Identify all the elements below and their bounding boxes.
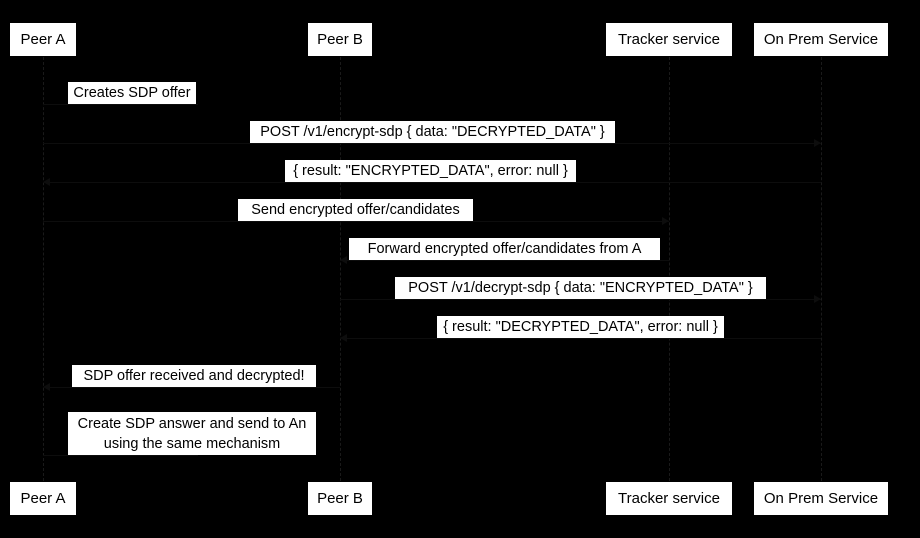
- message-label-send-encrypted-offer: Send encrypted offer/candidates: [238, 199, 473, 221]
- participant-header-tracker-service[interactable]: Tracker service: [605, 22, 733, 57]
- participant-footer-tracker-service-label: Tracker service: [618, 490, 720, 507]
- message-label-result-encrypted-data: { result: "ENCRYPTED_DATA", error: null …: [285, 160, 576, 182]
- message-arrowhead-2: [814, 139, 821, 147]
- participant-footer-peer-a-label: Peer A: [20, 490, 66, 507]
- participant-header-on-prem-service[interactable]: On Prem Service: [753, 22, 889, 57]
- message-label-result-decrypted-data: { result: "DECRYPTED_DATA", error: null …: [437, 316, 724, 338]
- participant-footer-on-prem-service[interactable]: On Prem Service: [753, 481, 889, 516]
- participant-header-tracker-service-label: Tracker service: [618, 31, 720, 48]
- participant-footer-peer-b[interactable]: Peer B: [307, 481, 373, 516]
- message-label-post-decrypt-sdp: POST /v1/decrypt-sdp { data: "ENCRYPTED_…: [395, 277, 766, 299]
- message-label-post-encrypt-sdp: POST /v1/encrypt-sdp { data: "DECRYPTED_…: [250, 121, 615, 143]
- lifeline-tracker: [669, 57, 670, 481]
- message-label-create-sdp-answer: Create SDP answer and send to An using t…: [68, 412, 316, 455]
- participant-footer-tracker-service[interactable]: Tracker service: [605, 481, 733, 516]
- message-label-create-sdp-answer-line2: using the same mechanism: [103, 436, 281, 452]
- message-label-sdp-offer-received: SDP offer received and decrypted!: [72, 365, 316, 387]
- message-line-9: [43, 455, 198, 456]
- lifeline-peer-b: [340, 57, 341, 481]
- participant-header-peer-b[interactable]: Peer B: [307, 22, 373, 57]
- message-line-4: [43, 221, 669, 222]
- participant-footer-peer-b-label: Peer B: [317, 490, 363, 507]
- message-label-creates-sdp-offer: Creates SDP offer: [68, 82, 196, 104]
- message-label-forward-encrypted-offer: Forward encrypted offer/candidates from …: [349, 238, 660, 260]
- message-line-3: [43, 182, 821, 183]
- message-line-6: [340, 299, 821, 300]
- participant-header-peer-b-label: Peer B: [317, 31, 363, 48]
- lifeline-peer-a: [43, 57, 44, 481]
- message-line-7: [340, 338, 821, 339]
- message-arrowhead-5: [340, 256, 347, 264]
- participant-footer-peer-a[interactable]: Peer A: [9, 481, 77, 516]
- participant-header-peer-a[interactable]: Peer A: [9, 22, 77, 57]
- message-label-create-sdp-answer-line1: Create SDP answer and send to An: [77, 416, 307, 432]
- message-arrowhead-6: [814, 295, 821, 303]
- lifeline-on-prem: [821, 57, 822, 481]
- participant-header-on-prem-service-label: On Prem Service: [763, 31, 879, 48]
- participant-header-peer-a-label: Peer A: [20, 31, 66, 48]
- message-arrowhead-8: [43, 383, 50, 391]
- participant-footer-on-prem-service-label: On Prem Service: [763, 490, 879, 507]
- message-arrowhead-7: [340, 334, 347, 342]
- message-arrowhead-4: [662, 217, 669, 225]
- message-arrowhead-3: [43, 178, 50, 186]
- message-line-1: [43, 104, 198, 105]
- message-line-5: [340, 260, 669, 261]
- message-line-8: [43, 387, 340, 388]
- message-line-2: [43, 143, 821, 144]
